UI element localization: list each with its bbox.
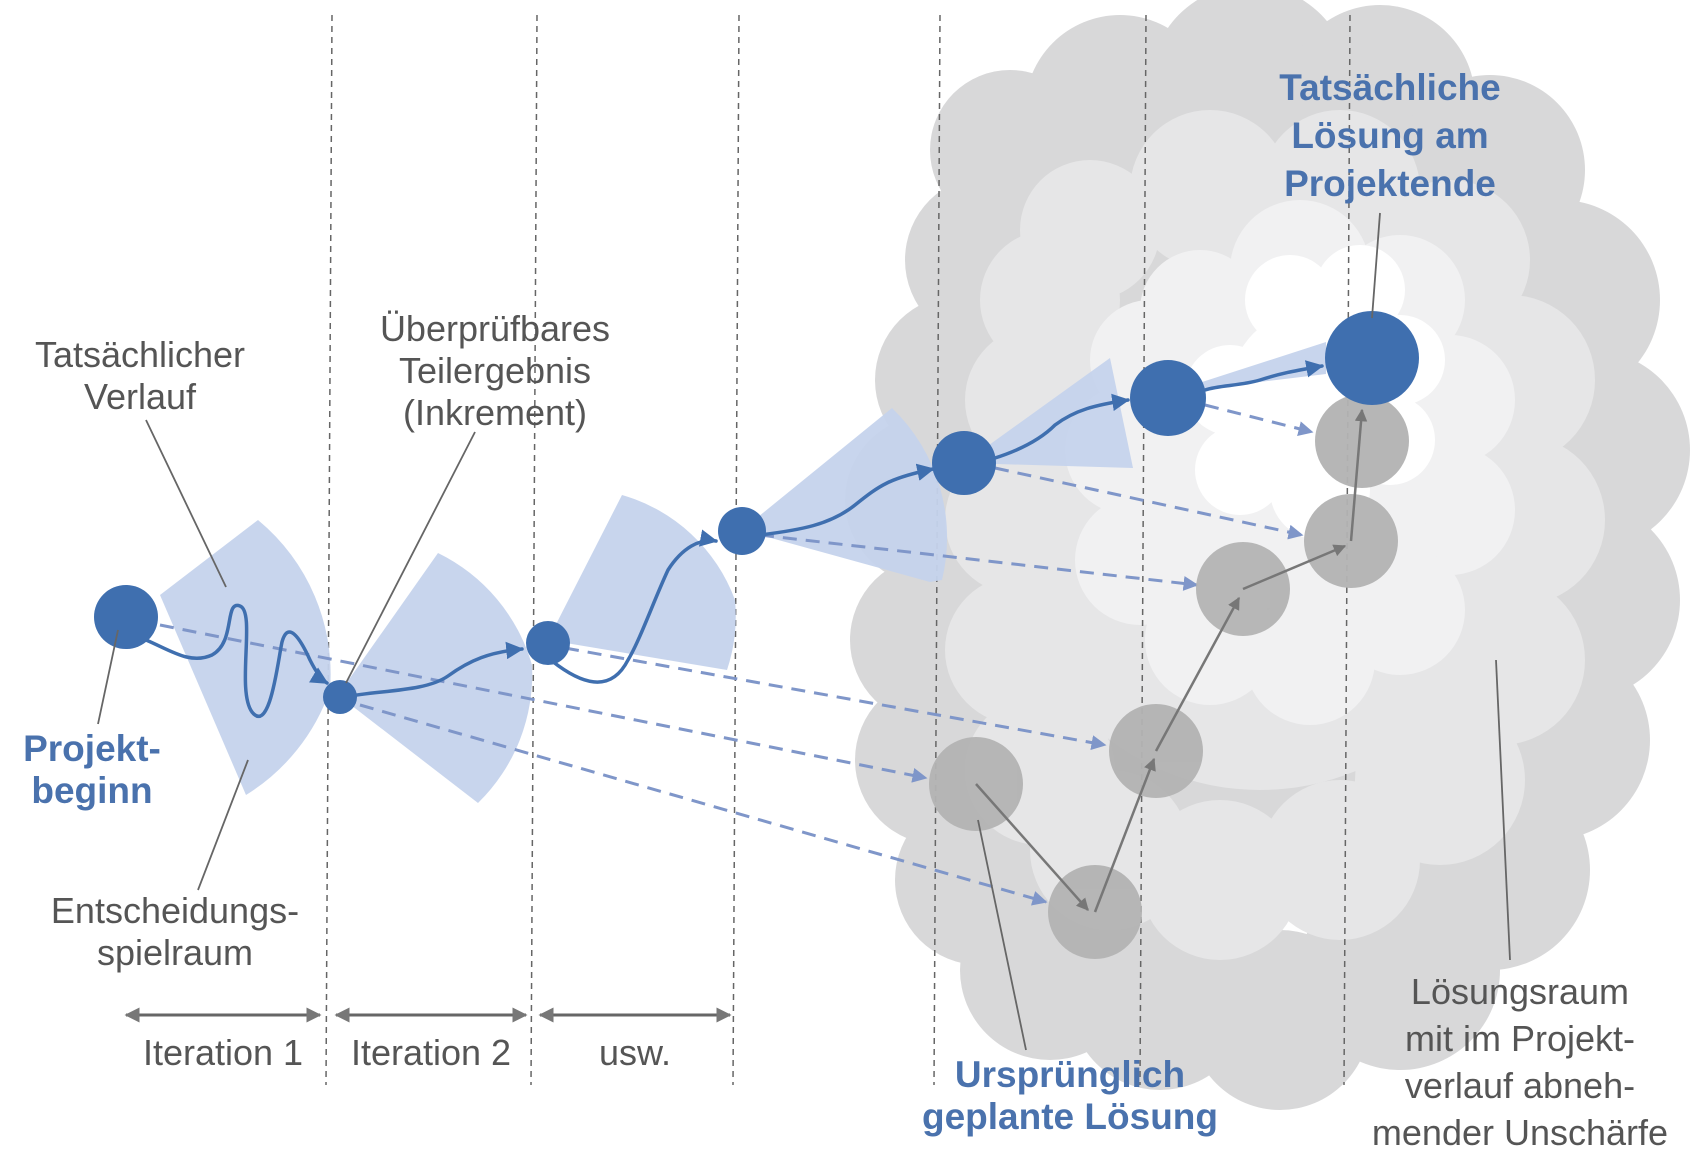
leader-actual-course [145, 419, 227, 588]
leader-actual-solution [1371, 212, 1381, 319]
leader-planned-solution [977, 819, 1027, 1051]
projection-line [159, 623, 928, 783]
iteration-1-label: Iteration 1 [142, 1032, 304, 1073]
leader-decision-scope [197, 759, 249, 891]
separator-line [1343, 14, 1351, 1086]
label-solution-space: Lösungsraum mit im Projekt- verlauf abne… [1371, 971, 1669, 1153]
separator-line [530, 14, 538, 1086]
leader-increment [345, 431, 476, 684]
label-increment: Überprüfbares Teilergebnis (Inkrement) [379, 308, 611, 433]
label-planned-solution: Ursprünglich geplante Lösung [922, 1054, 1218, 1137]
label-leader-lines [97, 212, 1511, 1051]
separator-line [325, 14, 333, 1086]
label-project-start: Projekt- beginn [23, 728, 161, 811]
project-start-node [94, 585, 158, 649]
label-decision-scope: Entscheidungs- spielraum [50, 890, 300, 973]
decision-cone [548, 495, 736, 670]
projection-line [1204, 403, 1314, 436]
label-actual-solution: Tatsächliche Lösung am Projektende [1279, 67, 1501, 204]
increment-node [323, 680, 357, 714]
planned-path [975, 408, 1368, 913]
projection-line [994, 466, 1304, 540]
decision-cone [964, 358, 1133, 468]
actual-solution-node [1325, 311, 1419, 405]
increment-node [932, 431, 996, 495]
decision-cone [1168, 342, 1326, 393]
planned-projection-lines [159, 403, 1314, 906]
iteration-3-label: usw. [598, 1032, 672, 1073]
increment-node [1130, 360, 1206, 436]
increment-node [526, 621, 570, 665]
decision-cone [338, 553, 533, 803]
actual-course-path [144, 360, 1324, 718]
iteration-2-label: Iteration 2 [350, 1032, 512, 1073]
planned-node [1315, 394, 1409, 488]
separator-line [732, 14, 740, 1086]
leader-project-start [97, 629, 119, 725]
increment-nodes [94, 311, 1419, 714]
solution-space-cloud-core [1185, 245, 1445, 540]
projection-line [759, 533, 1199, 591]
projection-line [359, 703, 1048, 906]
label-actual-course: Tatsächlicher Verlauf [34, 334, 246, 417]
separator-line [933, 14, 941, 1086]
iteration-separators [325, 14, 1351, 1086]
increment-node [718, 507, 766, 555]
leader-solution-space [1495, 659, 1511, 961]
